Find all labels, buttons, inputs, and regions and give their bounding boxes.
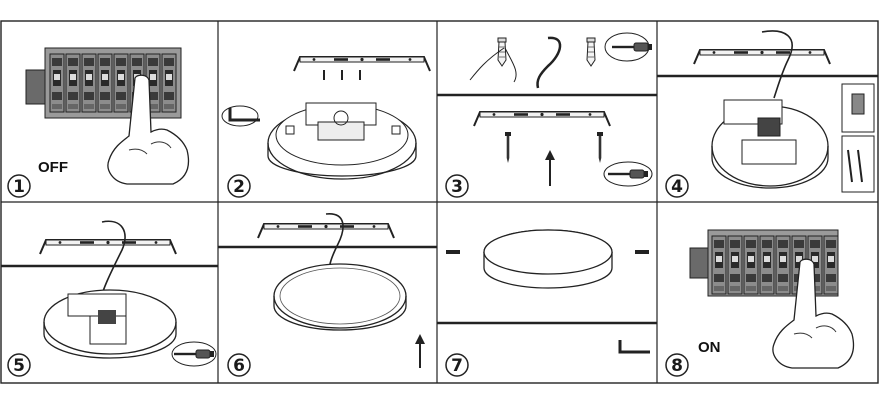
step-number: 5 xyxy=(13,356,25,376)
step-6-panel: 6 xyxy=(218,213,437,377)
step-3-panel: 3 xyxy=(437,32,657,198)
step-5-panel: 5 xyxy=(1,220,218,377)
step-number: 7 xyxy=(451,356,463,376)
step-label-off: OFF xyxy=(38,159,68,176)
step-number: 4 xyxy=(671,177,683,197)
step-1-panel: 1 OFF xyxy=(7,47,190,198)
step-number: 3 xyxy=(451,177,463,197)
step-number: 6 xyxy=(233,356,245,376)
step-number: 8 xyxy=(671,356,683,376)
step-number: 1 xyxy=(13,177,25,197)
step-label-on: ON xyxy=(698,339,721,356)
step-number: 2 xyxy=(233,177,245,197)
step-4-panel: 4 xyxy=(657,30,878,198)
step-8-panel: 8 ON xyxy=(665,229,855,377)
step-2-panel: 2 xyxy=(221,56,431,198)
step-7-panel: 7 xyxy=(437,229,657,377)
